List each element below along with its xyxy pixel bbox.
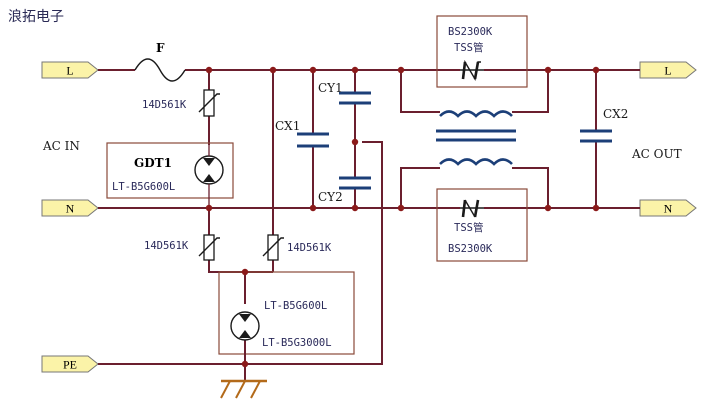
terminal-pe: PE [41, 355, 99, 373]
capacitor-cy1: CY1 [318, 70, 371, 208]
ac-in-label: AC IN [42, 139, 80, 153]
capacitor-cx2: CX2 [580, 70, 628, 208]
terminal-pe-label: PE [63, 358, 77, 372]
terminal-output-n: N [639, 199, 697, 217]
mov-left-label: 14D561K [144, 240, 189, 252]
tss-top-part: BS2300K [448, 26, 493, 38]
gdt2-part-b: LT-B5G3000L [262, 337, 332, 349]
terminal-input-n-label: N [66, 202, 75, 216]
gdt2-part-a: LT-B5G600L [264, 300, 327, 312]
ground-icon [220, 379, 267, 399]
capacitor-cy2: CY2 [318, 176, 371, 204]
terminal-output-l-label: L [664, 64, 671, 78]
fuse: F [134, 41, 186, 82]
capacitor-cx1: CX1 [275, 70, 329, 208]
gdt1-name: GDT1 [134, 156, 172, 170]
tss-bottom-part: BS2300K [448, 243, 493, 255]
gdt1: GDT1 LT-B5G600L [106, 142, 234, 208]
junction-nodes [205, 66, 600, 368]
fuse-label: F [156, 41, 165, 55]
mov-right-label: 14D561K [287, 242, 332, 254]
ac-out-label: AC OUT [631, 147, 682, 161]
gdt1-part: LT-B5G600L [112, 181, 175, 193]
mov-bottom-left: 14D561K [144, 208, 273, 273]
terminal-input-l-label: L [66, 64, 73, 78]
mov-top-label: 14D561K [142, 99, 187, 111]
cy1-label: CY1 [318, 81, 343, 95]
terminal-input-n: N [41, 199, 99, 217]
mov-top: 14D561K [142, 70, 220, 145]
tss-bottom-type: TSS管 [454, 221, 483, 234]
tss-top-type: TSS管 [454, 41, 483, 54]
tss-bottom: TSS管 BS2300K [436, 188, 528, 262]
line-pe-wire [98, 141, 383, 365]
common-mode-choke [400, 70, 549, 208]
terminal-input-l: L [41, 61, 99, 79]
gdt2: LT-B5G600L LT-B5G3000L [218, 271, 355, 381]
terminal-output-n-label: N [664, 202, 673, 216]
cy2-label: CY2 [318, 190, 343, 204]
cx1-label: CX1 [275, 119, 300, 133]
mov-bottom-right: 14D561K [262, 70, 332, 272]
tss-top: BS2300K TSS管 [436, 15, 528, 88]
brand-title: 浪拓电子 [8, 9, 64, 25]
terminal-output-l: L [639, 61, 697, 79]
cx2-label: CX2 [603, 107, 628, 121]
